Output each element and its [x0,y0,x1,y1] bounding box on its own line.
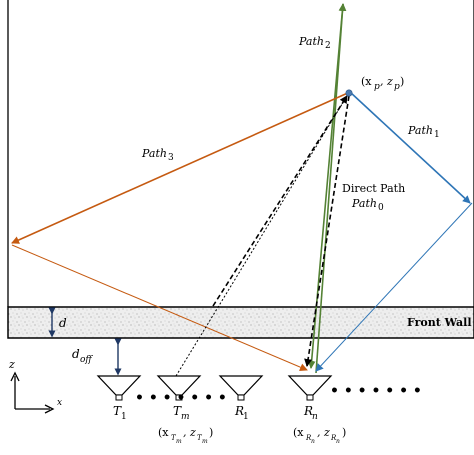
path1-return-line [315,202,473,372]
doff-label: d off [72,347,93,365]
path2-line [315,3,347,374]
dots-1: • • • • • • • [135,390,227,406]
target-point-label: (x p , z p ) [361,75,404,92]
r1-label: R 1 [234,404,249,422]
direct-path-label: Direct Path Path 0 [342,182,405,213]
svg-text:d: d [72,347,80,361]
rn-label: R n [303,404,318,422]
path3-return-line [11,244,308,371]
svg-text:, z: , z [317,426,330,439]
svg-text:n: n [311,438,315,445]
svg-text:(x: (x [361,75,372,88]
path3-line [11,91,351,244]
target-point [345,89,353,97]
antenna-r1 [218,375,264,401]
dots-2: • • • • • • • [330,383,422,399]
svg-text:n: n [312,412,318,422]
svg-text:): ) [342,426,346,439]
svg-text:R: R [305,434,312,442]
svg-text:T: T [173,404,182,418]
svg-text:): ) [400,75,404,88]
antenna-tm [156,375,202,401]
direct-path-thin-line [175,95,348,377]
svg-text:Path: Path [407,124,433,137]
svg-text:2: 2 [325,41,331,51]
front-wall-label: Front Wall [407,316,472,329]
path2-label: Path 2 [298,35,331,51]
svg-text:0: 0 [378,203,384,213]
svg-text:, z: , z [380,75,393,88]
svg-text:3: 3 [168,153,174,163]
path3-label: Path 3 [141,147,174,163]
svg-text:R: R [303,404,313,418]
path1-label: Path 1 [407,124,440,140]
svg-text:1: 1 [434,130,440,140]
svg-text:R: R [330,434,337,442]
path2-return-line [307,3,344,369]
svg-text:Path: Path [141,147,167,160]
svg-text:): ) [209,426,213,439]
axis-indicator: z x [8,358,62,414]
svg-text:Path: Path [298,35,324,48]
svg-text:(x: (x [158,426,169,439]
rn-coordinates: (x R n , z R n ) [293,426,346,445]
direct-path-line [212,95,348,307]
svg-text:R: R [234,404,244,418]
front-wall [7,306,474,339]
svg-text:T: T [197,434,203,442]
svg-text:1: 1 [243,412,249,422]
tm-coordinates: (x T m , z T m ) [158,426,213,445]
d-label: d [59,316,67,330]
svg-text:p: p [394,82,400,92]
svg-text:m: m [181,412,190,422]
svg-text:T: T [171,434,177,442]
svg-text:Direct Path: Direct Path [342,182,405,195]
path1-line [349,91,471,204]
svg-text:p: p [374,82,380,92]
axis-x-label: x [57,398,62,408]
svg-text:m: m [202,438,208,445]
svg-text:1: 1 [121,412,127,422]
direct-path-return-line [304,95,350,367]
antenna-rn [287,375,333,401]
svg-text:Path: Path [351,197,377,210]
t1-label: T 1 [113,404,127,422]
tm-label: T m [173,404,190,422]
svg-text:m: m [176,438,182,445]
axis-z-label: z [8,358,15,371]
svg-text:, z: , z [183,426,196,439]
svg-text:off: off [80,355,93,365]
svg-text:(x: (x [293,426,304,439]
svg-text:n: n [336,438,340,445]
antenna-t1 [96,375,142,401]
svg-text:T: T [113,404,122,418]
